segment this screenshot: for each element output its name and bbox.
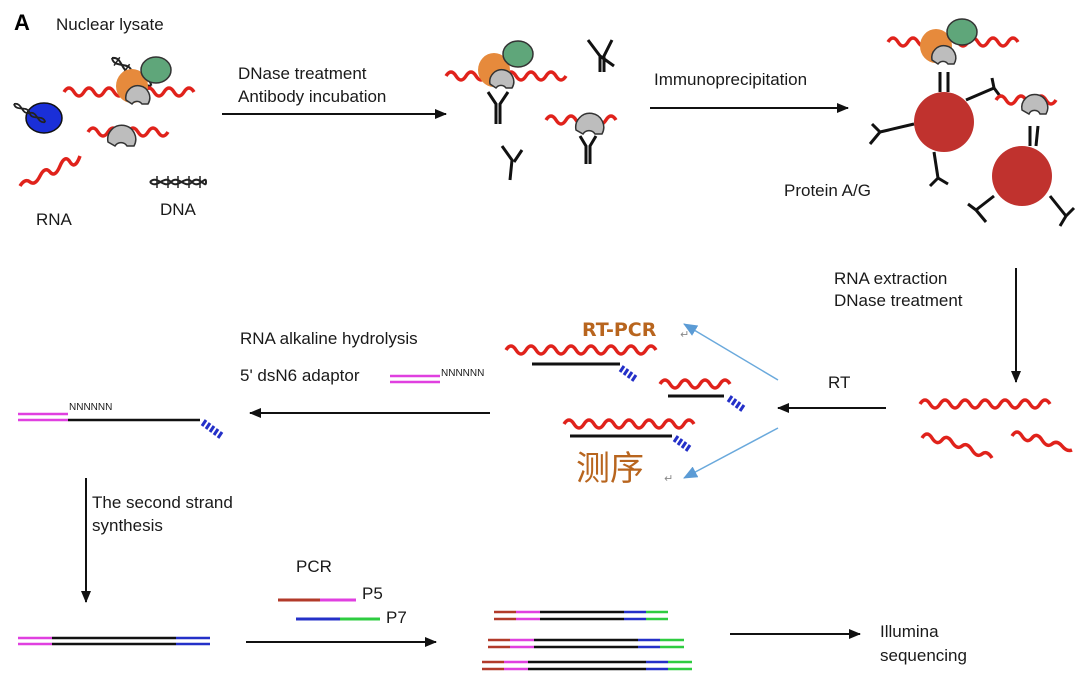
- n6-tail: [726, 395, 746, 412]
- adaptor-label: 5' dsN6 adaptor: [240, 366, 360, 385]
- blue-complex-icon: [25, 102, 63, 134]
- panel-letter: A: [14, 10, 30, 35]
- gray-protein-icon: [931, 44, 957, 66]
- p7-label: P7: [386, 608, 407, 627]
- sequencing-cn-label: 测序: [576, 449, 644, 489]
- protein-ag-beads-group: Protein A/G: [784, 18, 1076, 227]
- arrow-sequencing: [683, 427, 779, 479]
- dna-helix-icon: [149, 176, 207, 188]
- n6-tail: [618, 365, 638, 382]
- protein-ag-bead-icon: [992, 146, 1052, 206]
- gray-protein-icon: [1021, 93, 1049, 116]
- n6-tail: [672, 435, 692, 452]
- dna-label: DNA: [160, 200, 197, 219]
- antibody-icon: [578, 135, 598, 164]
- antibody-complex-group: [444, 39, 618, 181]
- rna-strand: [918, 398, 1052, 410]
- rna-strand: [1010, 430, 1073, 453]
- rt-label: RT: [828, 373, 850, 392]
- gray-protein-icon: [574, 112, 605, 136]
- dnase-treatment-label: DNase treatment: [834, 291, 963, 310]
- green-protein-icon: [140, 56, 172, 84]
- extracted-rna-group: [918, 398, 1073, 459]
- rna-extraction-label: RNA extraction: [834, 269, 947, 288]
- bead-antibodies: [868, 72, 1002, 188]
- green-protein-icon: [502, 40, 534, 68]
- rna-strand: [658, 378, 732, 390]
- gray-protein-icon: [106, 124, 137, 148]
- bead-antibodies: [967, 125, 1076, 227]
- green-protein-icon: [946, 18, 978, 46]
- cdna-hybrids-group: [504, 344, 746, 452]
- adaptor-ligated-group: NNNNNN: [18, 402, 224, 439]
- step1-label-line2: Antibody incubation: [238, 87, 386, 106]
- rna-alkaline-label: RNA alkaline hydrolysis: [240, 329, 418, 348]
- rt-pcr-label: RT-PCR: [582, 319, 657, 341]
- rna-label: RNA: [36, 210, 73, 229]
- antibody-icon: [586, 39, 615, 72]
- nuclear-lysate-group: RNA DNA: [13, 56, 207, 229]
- rna-strand: [920, 432, 994, 459]
- protein-ag-bead-icon: [914, 92, 974, 152]
- rna-strand: [562, 418, 696, 430]
- arrow-rt-pcr: [683, 323, 779, 381]
- step1-label-line1: DNase treatment: [238, 64, 367, 83]
- nnnnnn-strand-label: NNNNNN: [69, 402, 112, 413]
- p5-label: P5: [362, 584, 383, 603]
- gray-protein-icon: [125, 84, 151, 106]
- protein-ag-label: Protein A/G: [784, 181, 871, 200]
- illumina-label-line1: Illumina: [880, 622, 939, 641]
- immunoprecipitation-label: Immunoprecipitation: [654, 70, 807, 89]
- return-mark: ↵: [664, 472, 673, 485]
- dna-helix-small-icon: [13, 102, 47, 124]
- double-strand-group: [18, 636, 210, 646]
- rna-strand: [18, 155, 82, 187]
- nnnnnn-adaptor-label: NNNNNN: [441, 368, 484, 379]
- pcr-products-group: [482, 610, 692, 671]
- second-strand-label-line2: synthesis: [92, 516, 163, 535]
- nuclear-lysate-label: Nuclear lysate: [56, 15, 164, 34]
- pcr-label: PCR: [296, 557, 332, 576]
- antibody-icon: [486, 91, 510, 124]
- second-strand-label-line1: The second strand: [92, 493, 233, 512]
- rna-strand: [504, 344, 658, 356]
- antibody-icon: [500, 145, 524, 181]
- return-mark: ↵: [680, 328, 689, 341]
- illumina-label-line2: sequencing: [880, 646, 967, 665]
- gray-protein-icon: [489, 68, 515, 90]
